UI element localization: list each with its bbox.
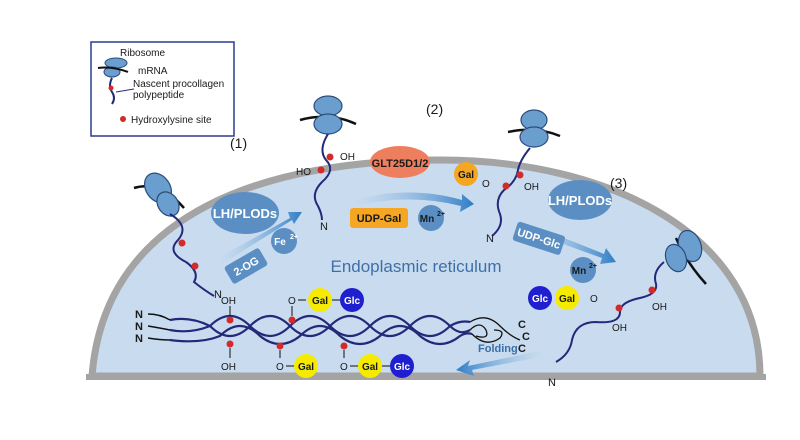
legend-polypeptide-line1: Nascent procollagen: [133, 79, 224, 90]
legend-polypeptide-line2: polypeptide: [133, 90, 185, 101]
udp-glc-box: [512, 221, 566, 255]
ribosome-3: [507, 109, 561, 148]
collagen-c-1: C: [518, 319, 526, 331]
collagen-o-bottom-2: O: [340, 362, 348, 373]
chain-4-oh-2: OH: [612, 323, 627, 334]
lh-plods-1-enzyme: [211, 192, 279, 234]
collagen-glc-top-label: Glc: [344, 296, 361, 307]
collagen-gal-bottom-1-label: Gal: [298, 362, 314, 373]
collagen-gal-bottom-2: [358, 354, 382, 378]
mn-2-charge: 2+: [589, 263, 597, 270]
collagen-triple-helix: [147, 313, 521, 350]
collagen-c-2: C: [522, 331, 530, 343]
ribosome-icon: [104, 57, 128, 69]
collagen-n-2: N: [135, 321, 143, 333]
2og-box: [224, 248, 268, 284]
lh-plods-2-label: LH/PLODs: [548, 193, 612, 208]
mrna-icon: [97, 66, 129, 73]
glc-1-label: Glc: [532, 294, 549, 305]
hydroxylysine-dot-icon: [120, 116, 126, 122]
chain-3-o: O: [482, 179, 490, 190]
polypeptide-3: [491, 147, 531, 237]
collagen-n-1: N: [135, 309, 143, 321]
lh-plods-2-enzyme: [548, 180, 612, 220]
mn-1-charge: 2+: [437, 211, 445, 218]
collagen-gal-bottom-1: [294, 354, 318, 378]
chain-4-o: O: [590, 294, 598, 305]
chain-3-oh: OH: [524, 182, 539, 193]
collagen-gal-top: [308, 288, 332, 312]
collagen-gal-bottom-2-label: Gal: [362, 362, 378, 373]
glt25d-enzyme: [370, 146, 430, 178]
ribosome-4: [664, 229, 707, 285]
fe-label: Fe: [274, 237, 286, 248]
polypeptide-icon: [109, 77, 115, 105]
gal-2-label: Gal: [559, 294, 575, 305]
collagen-n-3: N: [135, 333, 143, 345]
step-3-label: (3): [610, 175, 627, 191]
er-label: Endoplasmic reticulum: [330, 257, 501, 276]
step-1-label: (1): [230, 135, 247, 151]
polypeptide-4: [555, 261, 665, 363]
folding-label: Folding: [478, 343, 518, 355]
mn-ion-2: [570, 257, 596, 283]
collagen-glc-bottom-label: Glc: [394, 362, 411, 373]
polypeptide-1: [169, 213, 215, 297]
legend-hydroxylysine-label: Hydroxylysine site: [131, 115, 212, 126]
lh-plods-1-label: LH/PLODs: [213, 206, 277, 221]
fe-ion: [271, 228, 297, 254]
glc-sugar-1: [528, 286, 552, 310]
chain-2-ho: HO: [296, 167, 311, 178]
collagen-glc-bottom: [390, 354, 414, 378]
chain-2-oh: OH: [340, 152, 355, 163]
collagen-o-top: O: [288, 296, 296, 307]
chain-2-n-terminus: N: [320, 221, 328, 233]
gal-sugar-1: [454, 162, 478, 186]
legend-mrna-label: mRNA: [138, 66, 168, 77]
ribosome-2: [299, 95, 357, 135]
udp-gal-box: [350, 208, 408, 228]
step-2-label: (2): [426, 101, 443, 117]
legend-ribosome-label: Ribosome: [120, 48, 165, 59]
fe-charge: 2+: [290, 234, 298, 241]
chain-1-n-terminus: N: [214, 289, 222, 301]
step-1-arrow: [218, 212, 302, 264]
step-2-arrow: [352, 192, 474, 212]
collagen-gal-top-label: Gal: [312, 296, 328, 307]
collagen-c-3: C: [518, 343, 526, 355]
collagen-o-bottom-1: O: [276, 362, 284, 373]
ribosome-1: [133, 172, 185, 217]
chain-3-n-terminus: N: [486, 233, 494, 245]
collagen-oh-top: OH: [221, 296, 236, 307]
collagen-oh-bottom: OH: [221, 362, 236, 373]
polypeptide-2: [313, 133, 332, 221]
mn-ion-1: [418, 205, 444, 231]
folding-arrow: [456, 350, 546, 376]
gal-sugar-2: [555, 286, 579, 310]
legend: Ribosome mRNA Nascent procollagen polype…: [90, 41, 235, 137]
glt25d-label: GLT25D1/2: [372, 158, 429, 170]
collagen-glc-top: [340, 288, 364, 312]
mn-2-label: Mn: [572, 266, 586, 277]
chain-4-n-terminus: N: [548, 377, 556, 389]
udp-gal-label: UDP-Gal: [357, 213, 402, 225]
gal-1-label: Gal: [458, 170, 474, 181]
mn-1-label: Mn: [420, 214, 434, 225]
chain-4-oh-1: OH: [652, 302, 667, 313]
